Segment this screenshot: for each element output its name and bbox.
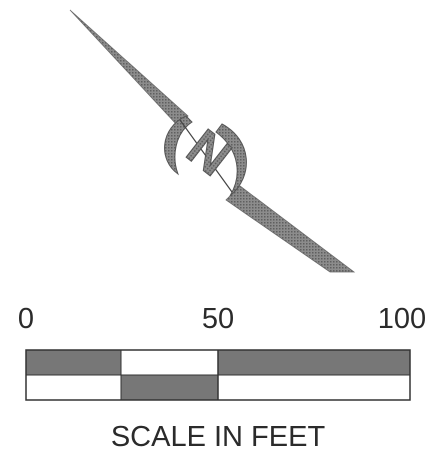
north-arrow-axis-line [179,119,233,193]
scale-segment-top-3 [218,350,410,375]
north-arrow-lower-spike [225,185,356,273]
scale-segment-bottom-2 [121,375,218,400]
scale-segment-bottom-1 [26,375,121,400]
scale-segment-bottom-3 [218,375,410,400]
scale-tick-label-0: 0 [18,303,34,335]
north-arrow: N [69,9,356,273]
scale-tick-label-100: 100 [378,303,426,335]
north-arrow-upper-spike [69,9,189,127]
scale-bar: 0 50 100 SCALE IN FEET [18,303,426,453]
scale-segment-top-1 [26,350,121,375]
north-arrow-letter: N [176,119,241,188]
scale-caption: SCALE IN FEET [111,421,326,453]
scale-segment-top-2 [121,350,218,375]
scale-tick-label-50: 50 [202,303,234,335]
north-arrow-left-crescent [164,115,193,176]
north-arrow-right-crescent [215,123,247,197]
